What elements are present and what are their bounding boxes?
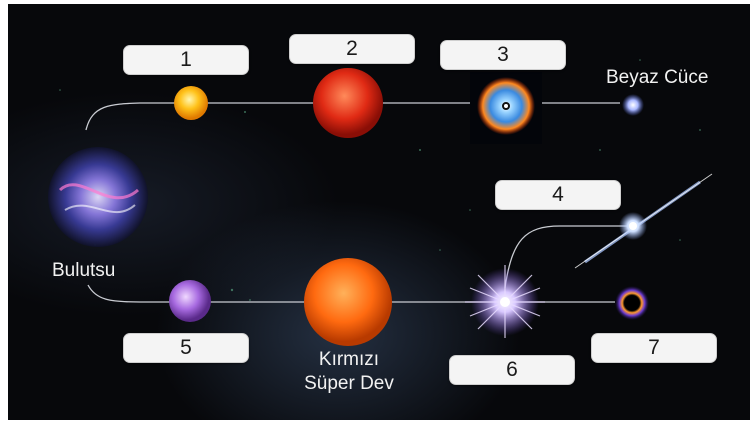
purple-star-image: [169, 280, 211, 322]
red-supergiant-label-line2: Süper Dev: [304, 372, 394, 394]
upper-path-line: [85, 102, 620, 131]
neutron-star-image: [574, 173, 713, 269]
label-box-4[interactable]: 4: [495, 180, 621, 210]
red-supergiant-image: [304, 258, 392, 346]
label-box-3[interactable]: 3: [440, 40, 566, 70]
black-hole-image: [615, 286, 649, 320]
red-supergiant-label: Kırmızı Süper Dev: [292, 348, 406, 396]
label-box-4-text: 4: [552, 183, 564, 206]
white-dwarf-label: Beyaz Cüce: [606, 67, 709, 88]
red-giant-image: [313, 68, 383, 138]
label-box-5[interactable]: 5: [123, 333, 249, 363]
label-box-7[interactable]: 7: [591, 333, 717, 363]
label-box-1-text: 1: [180, 48, 192, 71]
supernova-image: [465, 265, 545, 338]
label-box-6[interactable]: 6: [449, 355, 575, 385]
yellow-star-image: [174, 86, 208, 120]
lower-path-line: [87, 284, 615, 303]
label-box-6-text: 6: [506, 358, 518, 381]
label-box-2-text: 2: [346, 37, 358, 60]
label-box-1[interactable]: 1: [123, 45, 249, 75]
label-box-5-text: 5: [180, 336, 192, 359]
label-box-3-text: 3: [497, 43, 509, 66]
white-dwarf-image: [622, 94, 644, 116]
label-box-2[interactable]: 2: [289, 34, 415, 64]
nebula-image: [48, 147, 148, 247]
label-box-7-text: 7: [648, 336, 660, 359]
nebula-label: Bulutsu: [52, 260, 116, 281]
red-supergiant-label-line1: Kırmızı: [318, 349, 380, 370]
planetary-nebula-image: [470, 72, 542, 144]
